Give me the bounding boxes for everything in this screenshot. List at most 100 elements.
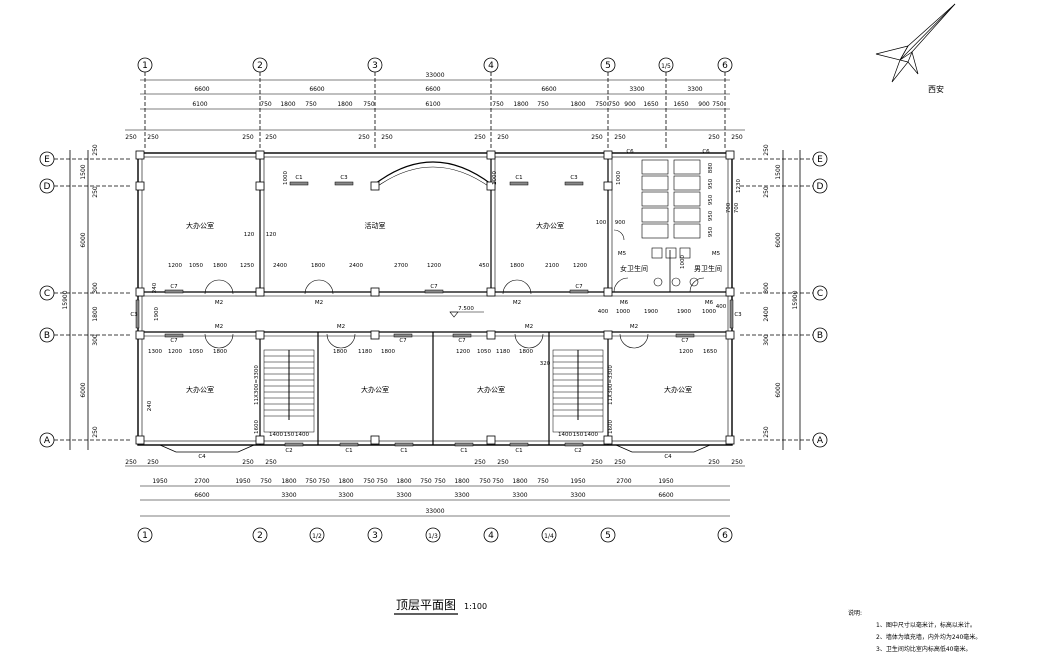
dim-bot-r2-2: 1950 <box>235 478 250 485</box>
axis-top-2: 2 <box>257 61 263 71</box>
dim-n-10: 1800 <box>510 263 524 269</box>
dim-bot-r1-5: 250 <box>497 459 509 466</box>
dim-stair-0: 1400 <box>269 432 283 438</box>
window-marks <box>135 181 734 447</box>
dim-top-r2-11: 750 <box>595 101 607 108</box>
dim-misc-16: 11X300=3300 <box>254 365 260 405</box>
bay-windows <box>159 444 711 453</box>
axis-left-E: E <box>44 155 50 165</box>
mark-c7-c: C7 <box>575 284 583 290</box>
dim-bot-r1-1: 250 <box>147 459 159 466</box>
drawing-notes: 说明: 1、图中尺寸以毫米计，标高以米计。 2、墙体为填充墙，内外均为240毫米… <box>848 608 1048 656</box>
dim-top-r2-17: 750 <box>712 101 724 108</box>
dim-misc-23: 950 <box>708 194 714 205</box>
axis-bot-1-4: 1/4 <box>544 533 554 540</box>
dim-top-r2-15: 1650 <box>673 101 688 108</box>
dim-right-8: 250 <box>763 426 770 438</box>
dim-n-2: 1800 <box>213 263 227 269</box>
dim-misc-15: 240 <box>147 400 153 411</box>
dim-bot-r1-4: 250 <box>474 459 486 466</box>
dim-right-1: 1500 <box>775 164 782 179</box>
dim-n-8: 1200 <box>427 263 441 269</box>
dim-s-2: 1050 <box>189 349 203 355</box>
mark-c3-b: C3 <box>570 175 578 181</box>
toilet-stalls <box>641 159 701 287</box>
structural-columns <box>135 150 735 445</box>
dim-n-0: 1200 <box>168 263 182 269</box>
note-item-1: 1、图中尺寸以毫米计，标高以米计。 <box>876 622 976 629</box>
grid-axes-left <box>39 150 130 450</box>
axis-left-D: D <box>44 182 51 192</box>
dim-stair-3: 1400 <box>558 432 572 438</box>
dim-top-r3-2: 250 <box>242 134 254 141</box>
stairs-left <box>263 349 315 433</box>
dim-right-2: 250 <box>763 186 770 198</box>
mark-m2-f: M2 <box>525 324 533 330</box>
dim-top-r2-8: 1800 <box>513 101 528 108</box>
top-dimension-lines <box>125 79 745 131</box>
drawing-scale: 1:100 <box>464 602 487 611</box>
dim-bot-r2-7: 1800 <box>338 478 353 485</box>
mark-c6-b: C6 <box>702 149 710 155</box>
dim-bot-r2-17: 750 <box>537 478 549 485</box>
mark-c7-g: C7 <box>681 338 689 344</box>
dim-top-r2-4: 1800 <box>337 101 352 108</box>
dim-n-11: 2100 <box>545 263 559 269</box>
mark-c3-left: C3 <box>130 312 138 318</box>
dim-misc-11: 1000 <box>702 309 716 315</box>
north-arrow-icon <box>875 3 956 83</box>
dim-top-r3-0: 250 <box>125 134 137 141</box>
dim-right-total: 15900 <box>792 290 799 309</box>
note-item-3: 3、卫生间均比室内标高低40毫米。 <box>876 646 972 653</box>
dim-misc-10: 1900 <box>677 309 691 315</box>
room-office-top-right: 大办公室 <box>536 221 564 230</box>
mark-c3-a: C3 <box>340 175 348 181</box>
dim-left-4: 300 <box>92 282 99 294</box>
dim-s-12: 1650 <box>703 349 717 355</box>
dim-bot-r3-0: 6600 <box>194 492 209 499</box>
room-office-bottom-mid-2: 大办公室 <box>477 385 505 394</box>
dim-top-r1-3: 6600 <box>541 86 556 93</box>
axis-bot-2: 2 <box>257 531 263 541</box>
dim-top-r1-4: 3300 <box>629 86 644 93</box>
dim-bot-r2-6: 750 <box>318 478 330 485</box>
dim-left-8: 250 <box>92 426 99 438</box>
room-office-bottom-right: 大办公室 <box>664 385 692 394</box>
dim-misc-22: 950 <box>708 178 714 189</box>
room-office-bottom-mid-1: 大办公室 <box>361 385 389 394</box>
mark-m5-b: M5 <box>712 251 721 257</box>
grid-axes-bottom <box>137 527 733 543</box>
dim-misc-25: 950 <box>708 226 714 237</box>
dim-bot-r2-18: 1950 <box>570 478 585 485</box>
dim-bot-r1-9: 250 <box>731 459 743 466</box>
axis-bot-3: 3 <box>372 531 378 541</box>
axis-bot-1-3: 1/3 <box>428 533 438 540</box>
dim-right-5: 2400 <box>763 306 770 321</box>
dim-top-r2-7: 750 <box>492 101 504 108</box>
dim-s-4: 1800 <box>333 349 347 355</box>
dim-misc-8: 1000 <box>616 309 630 315</box>
axis-left-B: B <box>44 331 50 341</box>
axis-top-5: 5 <box>605 61 611 71</box>
axis-bot-1: 1 <box>142 531 148 541</box>
door-swings <box>204 229 705 349</box>
dim-right-0: 250 <box>763 144 770 156</box>
dim-bot-r3-5: 3300 <box>512 492 527 499</box>
dim-top-r1-1: 6600 <box>309 86 324 93</box>
dim-top-r2-12: 750 <box>608 101 620 108</box>
dim-bot-r2-3: 750 <box>260 478 272 485</box>
dim-n-12: 1200 <box>573 263 587 269</box>
dim-misc-4: 1000 <box>616 171 622 185</box>
axis-bot-4: 4 <box>488 531 494 541</box>
axis-left-C: C <box>44 289 50 299</box>
dim-top-r3-11: 250 <box>731 134 743 141</box>
mark-c6-a: C6 <box>626 149 634 155</box>
grid-axes-right <box>740 150 828 450</box>
dim-left-0: 250 <box>92 144 99 156</box>
dim-misc-13: 240 <box>152 282 158 293</box>
mark-c1-e: C1 <box>460 448 467 454</box>
dim-bot-r3-3: 3300 <box>396 492 411 499</box>
axis-bot-6: 6 <box>722 531 728 541</box>
dim-bot-r1-7: 250 <box>614 459 626 466</box>
